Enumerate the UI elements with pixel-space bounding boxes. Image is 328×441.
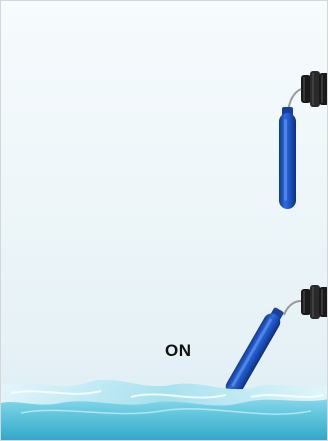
cable-connector-upper xyxy=(301,71,328,107)
cable-lower xyxy=(284,301,301,315)
cable-connector-lower xyxy=(301,285,328,319)
float-switch-lower xyxy=(223,305,287,398)
on-state-label: ON xyxy=(165,341,192,361)
water-surface xyxy=(1,380,328,441)
float-switch-upper xyxy=(279,107,296,209)
